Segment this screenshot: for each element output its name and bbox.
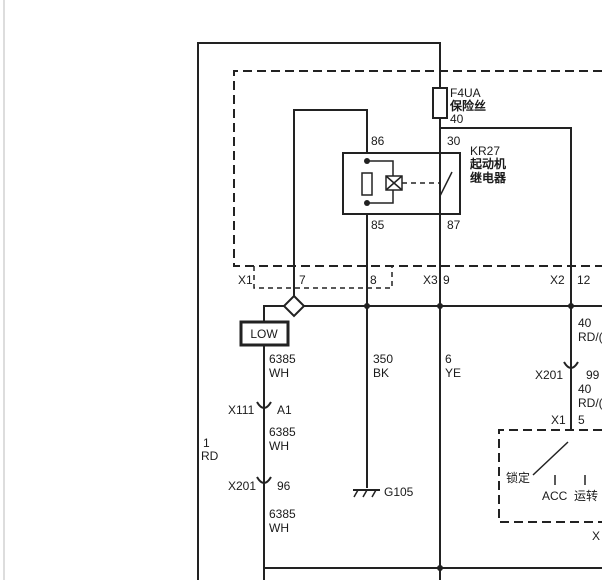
relay-pin-87: 87 — [447, 218, 461, 232]
wire-40-a-color: RD/( — [578, 330, 602, 344]
pin-5-label: 5 — [578, 413, 585, 427]
relay-pin-86: 86 — [371, 134, 385, 148]
wire-40-b-color: RD/( — [578, 396, 602, 410]
wire-6385-b-circuit: 6385 — [269, 425, 296, 439]
pin-9-label: 9 — [443, 273, 450, 287]
junction-8 — [364, 303, 370, 309]
relay-pin-85: 85 — [371, 218, 385, 232]
wire-6385-c-color: WH — [269, 521, 289, 535]
fuse-f4ua-symbol — [432, 87, 448, 119]
low-indicator-label: LOW — [250, 327, 278, 341]
connector-x-cut-label: X — [592, 529, 600, 543]
connector-x201-right-label: X201 — [535, 368, 563, 382]
relay-name-line1: 起动机 — [469, 156, 506, 171]
connector-x111-symbol — [256, 401, 272, 409]
relay-coil-cross-b — [385, 175, 403, 191]
relay-junction-86 — [364, 158, 370, 164]
pin-99-label: 99 — [586, 368, 600, 382]
relay-coil-resistor — [361, 172, 373, 196]
relay-30-feed-wire — [440, 127, 572, 306]
fuse-block-boundary — [233, 70, 602, 267]
relay-pin-30: 30 — [447, 134, 461, 148]
wire-40-b-circuit: 40 — [578, 382, 592, 396]
wire-6385-a-circuit: 6385 — [269, 352, 296, 366]
ground-g105-tick-1 — [353, 489, 359, 498]
pin-a1-label: A1 — [277, 403, 292, 417]
splice-diamond — [282, 294, 306, 318]
junction-9 — [437, 303, 443, 309]
wire-6385-b-color: WH — [269, 439, 289, 453]
relay-name-line2: 继电器 — [470, 170, 507, 185]
wire-350-circuit: 350 — [373, 352, 393, 366]
splice-to-low-wire — [263, 305, 284, 322]
connector-x1-box — [253, 266, 393, 289]
relay-switch-contact — [439, 171, 453, 197]
connector-x3-label: X3 — [423, 273, 438, 287]
connector-x111-label: X111 — [228, 403, 255, 417]
wire-6-color: YE — [445, 366, 461, 380]
connector-x2-label: X2 — [550, 273, 565, 287]
fuse-name-label: 保险丝 — [449, 98, 486, 113]
wire-1-color: RD — [201, 449, 219, 463]
connector-x201-left-label: X201 — [228, 479, 256, 493]
relay-junction-85 — [364, 200, 370, 206]
fuse-id-label: F4UA — [450, 86, 481, 100]
relay-kr27-box — [342, 152, 461, 215]
relay-86-wire — [293, 109, 368, 296]
wire-40-a-circuit: 40 — [578, 316, 592, 330]
ignition-switch-arm — [532, 441, 569, 476]
pin-8-label: 8 — [370, 273, 377, 287]
ground-g105-label: G105 — [384, 485, 414, 499]
ground-g105-tick-2 — [362, 489, 368, 498]
wire-1-circuit: 1 — [203, 436, 210, 450]
pin-96-label: 96 — [277, 479, 291, 493]
switch-acc-label: ACC — [542, 489, 568, 503]
connector-x201-left-symbol — [256, 476, 272, 484]
pin-12-label: 12 — [577, 273, 591, 287]
fuse-rating-label: 40 — [450, 112, 464, 126]
ground-g105-tick-3 — [371, 489, 377, 498]
wire-350-color: BK — [373, 366, 389, 380]
wire-6385-a-color: WH — [269, 366, 289, 380]
connector-x201-right-symbol — [563, 361, 579, 369]
connector-x1-right-label: X1 — [551, 413, 566, 427]
pin-7-label: 7 — [299, 273, 306, 287]
wire-6385-c-circuit: 6385 — [269, 507, 296, 521]
ignition-switch-boundary — [498, 429, 602, 523]
junction-bottom — [437, 565, 443, 571]
wire-6-circuit: 6 — [445, 352, 452, 366]
connector-x1-top-label: X1 — [238, 273, 253, 287]
relay-id-label: KR27 — [470, 144, 500, 158]
switch-run-label: 运转 — [574, 488, 598, 503]
switch-lock-label: 锁定 — [506, 470, 530, 485]
